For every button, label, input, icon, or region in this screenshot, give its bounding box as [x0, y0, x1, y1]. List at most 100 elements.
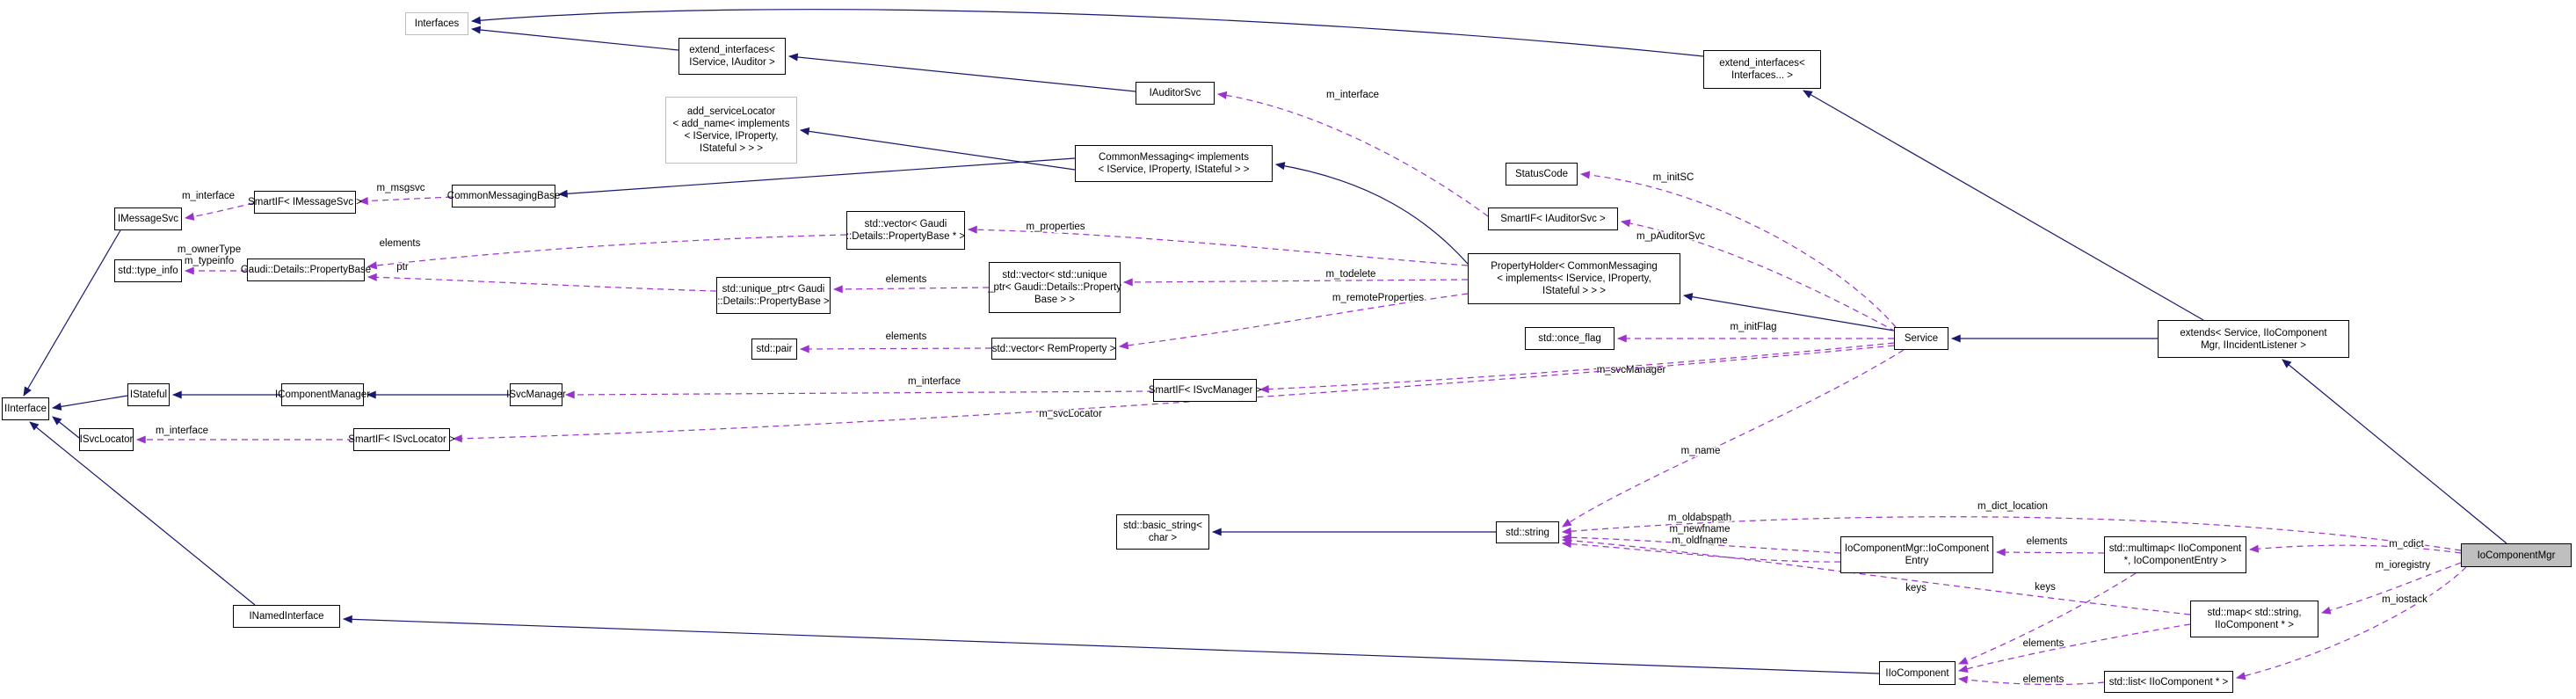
node-std-string[interactable]: std::string: [1496, 521, 1559, 543]
edge-vector-unique-ptr-to-unique-ptr-pb: [832, 285, 990, 294]
edge-unique-ptr-pb-to-propertybase: [366, 273, 717, 292]
edge-label-m_initFlag: m_initFlag: [1730, 322, 1776, 332]
node-propertybase[interactable]: Gaudi::Details::PropertyBase: [241, 258, 371, 281]
node-label: SmartIF< ISvcLocator >: [348, 434, 455, 445]
node-label: std::basic_string<: [1123, 521, 1202, 531]
node-istateful[interactable]: IStateful: [127, 383, 170, 406]
edge-iocomponentmgr-to-std-map: [2320, 562, 2462, 615]
node-iinterface[interactable]: IInterface: [2, 397, 49, 420]
node-label: std::string: [1506, 527, 1549, 538]
node-imessagesvc[interactable]: IMessageSvc: [114, 208, 182, 230]
node-extif-svc-auditor[interactable]: extend_interfaces< IService, IAuditor >: [678, 38, 786, 75]
node-smartif-isvclocator[interactable]: SmartIF< ISvcLocator >: [348, 428, 455, 451]
node-vector-pb-ptr[interactable]: std::vector< Gaudi::Details::PropertyBas…: [846, 211, 965, 250]
node-isvcmanager[interactable]: ISvcManager: [506, 383, 566, 406]
edge-extends-box-to-extif-interfaces: [1803, 90, 2204, 321]
node-label: IAuditorSvc: [1149, 88, 1201, 98]
node-label: INamedInterface: [249, 611, 324, 622]
node-label: ::Details::PropertyBase >: [717, 296, 830, 307]
edge-label-keys: keys: [2035, 582, 2056, 593]
edge-label-ptr: ptr: [396, 262, 409, 273]
edge-label-m_svcLocator: m_svcLocator: [1039, 409, 1102, 419]
edge-label-keys: keys: [1905, 583, 1927, 593]
edge-smartif-imessagesvc-to-imessagesvc: [184, 202, 255, 221]
node-service[interactable]: Service: [1894, 327, 1948, 350]
node-commonmessaging[interactable]: CommonMessaging< implements< IService, I…: [1075, 145, 1273, 182]
node-extif-interfaces[interactable]: extend_interfaces<Interfaces... >: [1703, 50, 1821, 89]
node-label: StatusCode: [1514, 169, 1569, 179]
node-std-basic-string[interactable]: std::basic_string<char >: [1116, 514, 1209, 550]
node-label: std::pair: [756, 344, 793, 354]
edge-iocomponententry-to-std-string: [1561, 533, 1841, 554]
edge-label-m_name: m_name: [1681, 446, 1721, 456]
edge-inamedinterface-to-iinterface: [29, 421, 256, 606]
node-std-list[interactable]: std::list< IIoComponent * >: [2104, 671, 2233, 693]
node-label: IoComponentMgr::IoComponent: [1844, 543, 1990, 554]
node-isvclocator[interactable]: ISvcLocator: [79, 428, 134, 451]
node-label: std::vector< RemProperty >: [991, 343, 1116, 354]
node-label: Base > >: [1034, 295, 1076, 305]
node-iauditorsvc[interactable]: IAuditorSvc: [1136, 82, 1215, 105]
node-commonmessagingbase[interactable]: CommonMessagingBase: [447, 185, 560, 208]
node-label: IInterface: [4, 404, 47, 414]
edge-label-m_initSC: m_initSC: [1653, 172, 1694, 183]
node-label: < IService, IProperty, IStateful > >: [1098, 164, 1250, 175]
edge-label-m_properties: m_properties: [1026, 222, 1085, 232]
node-std-once-flag[interactable]: std::once_flag: [1525, 327, 1615, 350]
node-inamedinterface[interactable]: INamedInterface: [233, 605, 340, 628]
edge-commonmessagingbase-to-smartif-imessagesvc: [358, 196, 453, 206]
edge-propertyholder-to-vector-remproperty: [1118, 293, 1469, 350]
node-smartif-iauditorsvc[interactable]: SmartIF< IAuditorSvc >: [1488, 208, 1618, 230]
node-label: SmartIF< IAuditorSvc >: [1500, 214, 1606, 224]
node-label: std::map< std::string,: [2207, 608, 2302, 618]
node-label: std::multimap< IIoComponent: [2108, 543, 2242, 554]
node-propertyholder[interactable]: PropertyHolder< CommonMessaging< impleme…: [1468, 253, 1680, 304]
edge-label-m_interface: m_interface: [1326, 90, 1379, 100]
node-label: IStateful > > >: [1542, 286, 1606, 296]
edge-iocomponentmgr-to-std-list: [2235, 566, 2467, 681]
node-label: std::vector< std::unique: [1002, 270, 1107, 280]
node-iiocomponent[interactable]: IIoComponent: [1879, 661, 1956, 685]
node-statuscode[interactable]: StatusCode: [1506, 163, 1578, 186]
node-smartif-isvcmanager[interactable]: SmartIF< ISvcManager >: [1149, 379, 1261, 402]
node-label: Entry: [1905, 556, 1929, 566]
edge-istateful-to-iinterface: [51, 395, 128, 411]
edge-service-to-smartif-iauditorsvc: [1620, 219, 1897, 332]
node-label: IService, IAuditor >: [689, 57, 775, 68]
node-vector-remproperty[interactable]: std::vector< RemProperty >: [991, 338, 1116, 360]
node-label: add_serviceLocator: [686, 106, 776, 117]
node-std-pair[interactable]: std::pair: [751, 339, 797, 360]
node-label: < IService, IProperty,: [684, 131, 779, 142]
node-label: SmartIF< ISvcManager >: [1148, 385, 1262, 396]
node-interfaces[interactable]: Interfaces: [405, 12, 468, 35]
node-vector-unique-ptr[interactable]: std::vector< std::unique_ptr< Gaudi::Det…: [988, 262, 1121, 313]
node-smartif-imessagesvc[interactable]: SmartIF< IMessageSvc >: [248, 191, 362, 214]
edge-iocomponententry-to-std-string: [1561, 540, 1841, 563]
node-label: IStateful > > >: [700, 143, 763, 154]
edge-label-elements: elements: [2027, 536, 2068, 547]
edge-label-m_interface: m_interface: [156, 426, 208, 436]
node-add-servicelocator[interactable]: add_serviceLocator< add_name< implements…: [665, 97, 797, 164]
node-icomponentmanager[interactable]: IComponentManager: [275, 383, 370, 406]
edge-smartif-iauditorsvc-to-iauditorsvc: [1216, 91, 1489, 217]
node-label: ISvcManager: [506, 390, 566, 400]
node-label: < implements< IService, IProperty,: [1497, 273, 1651, 284]
node-label: CommonMessaging< implements: [1099, 152, 1249, 163]
edge-iocomponentmgr-to-std-multimap: [2248, 544, 2462, 554]
edge-std-list-to-iiocomponent: [1957, 675, 2105, 686]
node-std-map[interactable]: std::map< std::string,IIoComponent * >: [2190, 601, 2318, 637]
edge-imessagesvc-to-iinterface: [23, 229, 121, 397]
node-iocomponentmgr[interactable]: IoComponentMgr: [2461, 543, 2572, 567]
node-label: extend_interfaces<: [689, 45, 775, 55]
node-label: std::vector< Gaudi: [864, 219, 947, 229]
node-std-multimap[interactable]: std::multimap< IIoComponent*, IoComponen…: [2104, 536, 2246, 573]
node-unique-ptr-pb[interactable]: std::unique_ptr< Gaudi::Details::Propert…: [716, 277, 831, 314]
edge-label-m_ioregistry: m_ioregistry: [2376, 560, 2431, 571]
node-label: char >: [1148, 533, 1178, 543]
node-label: ISvcLocator: [79, 434, 134, 445]
node-label: IoComponentMgr: [2477, 550, 2556, 561]
node-std-type-info[interactable]: std::type_info: [114, 259, 182, 282]
